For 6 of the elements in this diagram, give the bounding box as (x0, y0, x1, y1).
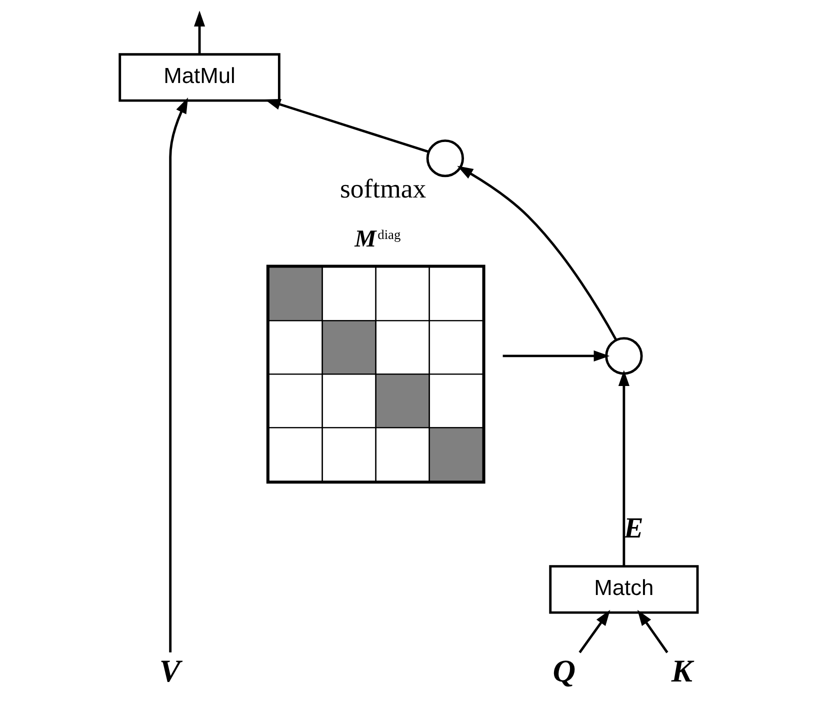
edge-label: E (624, 512, 644, 544)
node-text: K (671, 654, 692, 689)
node-text: Q (552, 654, 576, 689)
node-label: M$^{diag}$ (354, 225, 401, 252)
node-label: softmax (340, 173, 426, 204)
node-text: V (159, 654, 180, 689)
